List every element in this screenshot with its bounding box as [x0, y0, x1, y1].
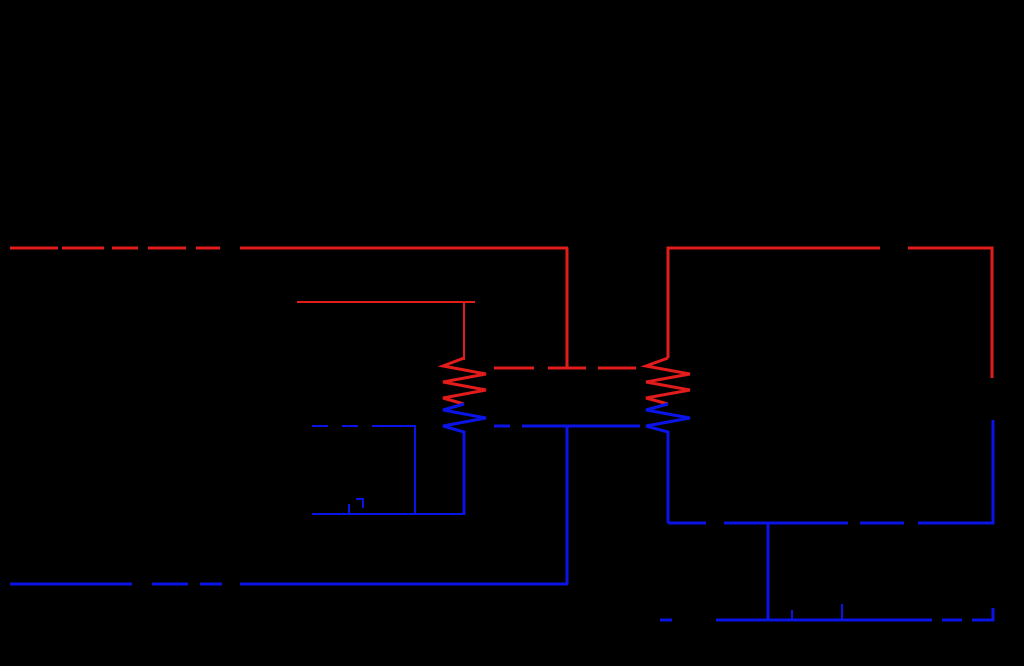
- blue-thin-left-cluster: [312, 425, 465, 515]
- blue-resistor-right: [645, 402, 691, 523]
- blue-small-tick: [348, 498, 364, 514]
- blue-bottom-right-line: [660, 608, 995, 622]
- blue-resistor-left: [442, 402, 487, 515]
- red-resistor-left: [437, 356, 487, 406]
- red-network: [10, 246, 994, 406]
- blue-right-loop: [668, 420, 995, 525]
- red-right-loop: [666, 246, 994, 378]
- blue-network: [10, 402, 995, 622]
- red-thin-feed: [297, 301, 475, 360]
- red-resistor-right: [640, 356, 691, 406]
- blue-bottom-ticks: [791, 604, 843, 620]
